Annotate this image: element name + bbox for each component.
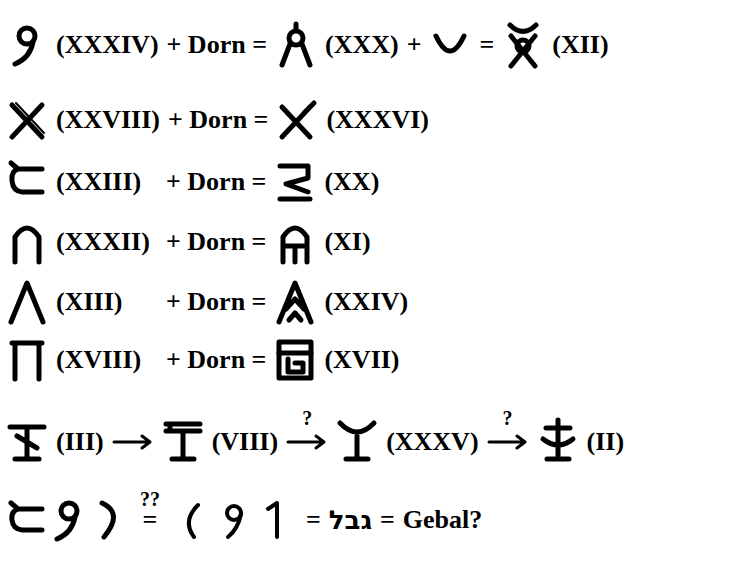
hebrew-text: גבל xyxy=(329,507,372,533)
roman-numeral: (XI) xyxy=(324,229,370,255)
question-mark: ? xyxy=(503,408,513,428)
operator-sign: = xyxy=(306,507,321,533)
byblos-sign xyxy=(336,419,378,465)
phoenician-letter xyxy=(172,497,214,543)
byblos-sign xyxy=(275,22,317,68)
roman-numeral: (VIII) xyxy=(212,429,278,455)
arrow xyxy=(112,432,154,452)
roman-numeral: (XXVIII) xyxy=(56,107,160,133)
roman-numeral: (XXXV) xyxy=(386,429,478,455)
transliteration: Gebal? xyxy=(403,507,482,533)
byblos-sign xyxy=(274,337,316,383)
byblos-sign xyxy=(6,219,48,265)
byblos-sign xyxy=(537,419,579,465)
roman-numeral: (XX) xyxy=(324,169,379,195)
operator-sign: = xyxy=(479,32,494,58)
operator-text: + Dorn = xyxy=(168,107,268,133)
operator-text: + Dorn = xyxy=(166,347,266,373)
operator-text: + Dorn = xyxy=(166,289,266,315)
roman-numeral: (XXXII) xyxy=(56,229,150,255)
byblos-sign xyxy=(502,22,544,68)
phoenician-letter xyxy=(214,497,256,543)
roman-numeral: (XIII) xyxy=(56,289,122,315)
byblos-sign xyxy=(274,219,316,265)
roman-numeral: (XXIII) xyxy=(56,169,141,195)
byblos-sign xyxy=(48,497,90,543)
byblos-sign xyxy=(6,279,48,325)
byblos-sign xyxy=(6,337,48,383)
arrow xyxy=(487,432,529,452)
roman-numeral: (XVIII) xyxy=(56,347,141,373)
byblos-sign xyxy=(6,497,48,543)
roman-numeral: (II) xyxy=(587,429,625,455)
byblos-sign xyxy=(274,279,316,325)
question-mark: ? xyxy=(302,408,312,428)
byblos-sign xyxy=(162,419,204,465)
phoenician-letter xyxy=(256,497,298,543)
roman-numeral: (XXXVI) xyxy=(326,107,429,133)
byblos-sign xyxy=(6,419,48,465)
question-mark: ?? xyxy=(140,489,160,509)
operator-text: + Dorn = xyxy=(166,169,266,195)
byblos-sign xyxy=(429,22,471,68)
byblos-sign xyxy=(274,159,316,205)
roman-numeral: (III) xyxy=(56,429,104,455)
byblos-sign xyxy=(6,22,48,68)
byblos-sign xyxy=(6,97,48,143)
roman-numeral: (XXXIV) xyxy=(56,32,159,58)
operator-text: + Dorn = xyxy=(167,32,267,58)
byblos-sign xyxy=(6,159,48,205)
roman-numeral: (XXX) xyxy=(325,32,399,58)
operator-sign: = xyxy=(143,507,158,533)
operator-sign: = xyxy=(380,507,395,533)
operator-text: + Dorn = xyxy=(166,229,266,255)
operator-sign: + xyxy=(407,32,422,58)
roman-numeral: (XII) xyxy=(552,32,608,58)
byblos-sign xyxy=(90,497,132,543)
arrow xyxy=(286,432,328,452)
roman-numeral: (XXIV) xyxy=(324,289,408,315)
roman-numeral: (XVII) xyxy=(324,347,399,373)
byblos-sign xyxy=(276,97,318,143)
